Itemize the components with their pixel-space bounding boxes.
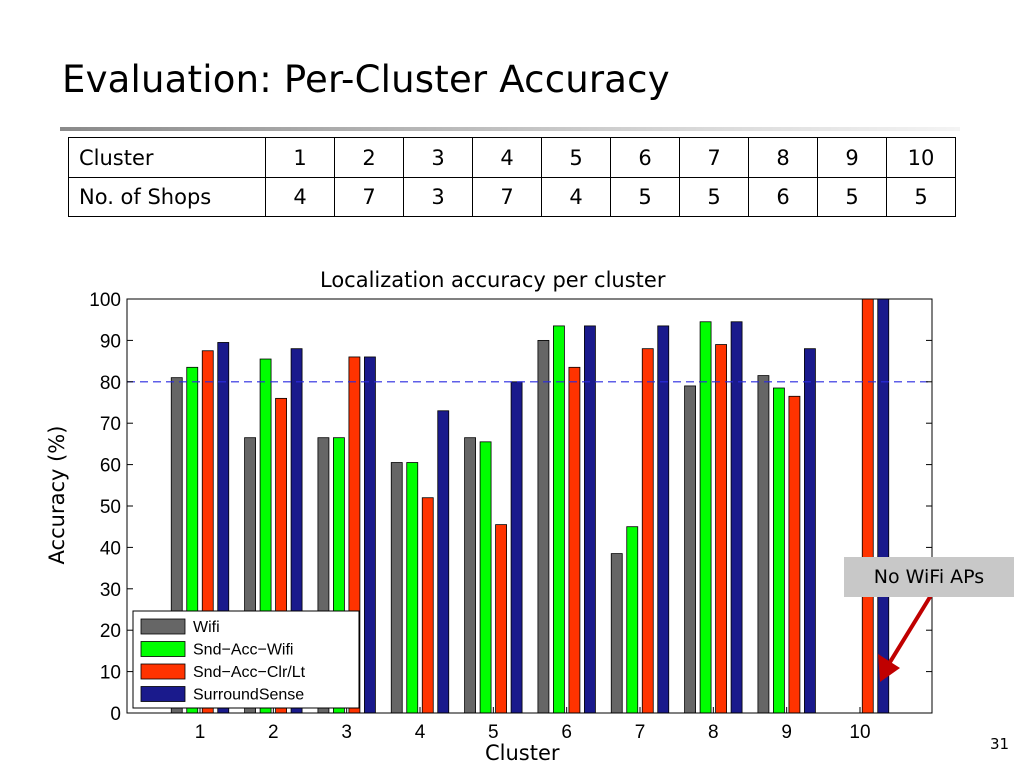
bar <box>510 381 523 714</box>
x-tick-label: 8 <box>708 722 719 743</box>
table-cell: 7 <box>472 177 542 217</box>
bar <box>553 325 565 714</box>
table-cell: 7 <box>334 177 404 217</box>
bar <box>730 321 743 714</box>
bar <box>568 366 581 714</box>
x-tick-label: 3 <box>341 722 352 743</box>
slide-title: Evaluation: Per-Cluster Accuracy <box>62 58 670 101</box>
no-wifi-callout: No WiFi APs <box>844 557 1014 597</box>
x-tick-label: 10 <box>849 722 870 743</box>
y-tick-label: 80 <box>100 373 121 394</box>
table-row-shops: No. of Shops 4 7 3 7 4 5 5 6 5 5 <box>68 177 956 217</box>
bar <box>537 339 550 714</box>
bar <box>684 385 696 714</box>
bar <box>406 462 419 714</box>
table-cell: 5 <box>679 177 749 217</box>
bar <box>699 321 712 714</box>
bar <box>877 298 890 714</box>
legend-swatch <box>140 641 186 657</box>
bar <box>479 441 492 714</box>
bar <box>421 497 434 714</box>
bar <box>464 437 476 714</box>
bar <box>610 553 623 714</box>
y-tick-label: 100 <box>89 290 121 311</box>
legend-swatch <box>140 686 186 702</box>
y-tick-label: 20 <box>100 621 121 642</box>
legend-label: Snd−Acc−Clr/Lt <box>193 664 306 681</box>
bar <box>861 298 874 714</box>
bar <box>757 375 770 714</box>
callout-arrowhead <box>878 654 900 682</box>
table-cell: 10 <box>886 137 956 178</box>
bar <box>641 348 654 714</box>
table-cell: 5 <box>886 177 956 217</box>
x-tick-label: 6 <box>561 722 572 743</box>
y-tick-label: 60 <box>100 456 121 477</box>
y-tick-label: 70 <box>100 414 121 435</box>
table-cell: 5 <box>541 137 611 178</box>
bar <box>437 410 450 714</box>
y-tick-label: 90 <box>100 331 121 352</box>
y-tick-label: 0 <box>110 704 121 725</box>
table-cell: 5 <box>610 177 680 217</box>
table-cell: 5 <box>817 177 887 217</box>
shops-per-cluster-table: Cluster 1 2 3 4 5 6 7 8 9 10 No. of Shop… <box>68 137 956 217</box>
y-tick-label: 10 <box>100 663 121 684</box>
table-cell: 4 <box>265 177 335 217</box>
bar <box>390 462 403 714</box>
table-row-header: Cluster <box>68 137 266 178</box>
chart-title: Localization accuracy per cluster <box>320 268 666 292</box>
legend-label: Wifi <box>193 619 220 636</box>
legend-label: SurroundSense <box>193 687 304 704</box>
table-cell: 6 <box>610 137 680 178</box>
bar <box>788 395 801 714</box>
bar <box>715 344 727 714</box>
bar <box>495 524 507 714</box>
y-tick-label: 40 <box>100 538 121 559</box>
x-tick-label: 7 <box>635 722 646 743</box>
bar <box>584 325 596 714</box>
x-tick-label: 5 <box>488 722 499 743</box>
legend-swatch <box>140 663 186 680</box>
bar <box>364 356 376 714</box>
legend-swatch <box>140 618 186 635</box>
bar <box>657 325 670 714</box>
x-tick-label: 1 <box>195 722 206 743</box>
y-tick-label: 30 <box>100 580 121 601</box>
legend-label: Snd−Acc−Wifi <box>193 642 293 659</box>
title-divider <box>60 127 960 131</box>
table-cell: 6 <box>748 177 818 217</box>
page-number: 31 <box>990 735 1010 753</box>
table-row-header: No. of Shops <box>68 177 266 217</box>
bar <box>773 387 785 714</box>
table-cell: 4 <box>472 137 542 178</box>
bar <box>804 348 816 714</box>
table-row-cluster: Cluster 1 2 3 4 5 6 7 8 9 10 <box>68 137 956 178</box>
x-tick-label: 2 <box>268 722 279 743</box>
table-cell: 4 <box>541 177 611 217</box>
x-tick-label: 9 <box>781 722 792 743</box>
table-cell: 3 <box>403 137 473 178</box>
x-tick-label: 4 <box>415 722 426 743</box>
bar <box>626 526 639 714</box>
x-axis-label: Cluster <box>485 741 560 765</box>
callout-arrow <box>885 595 932 669</box>
y-tick-label: 50 <box>100 497 121 518</box>
